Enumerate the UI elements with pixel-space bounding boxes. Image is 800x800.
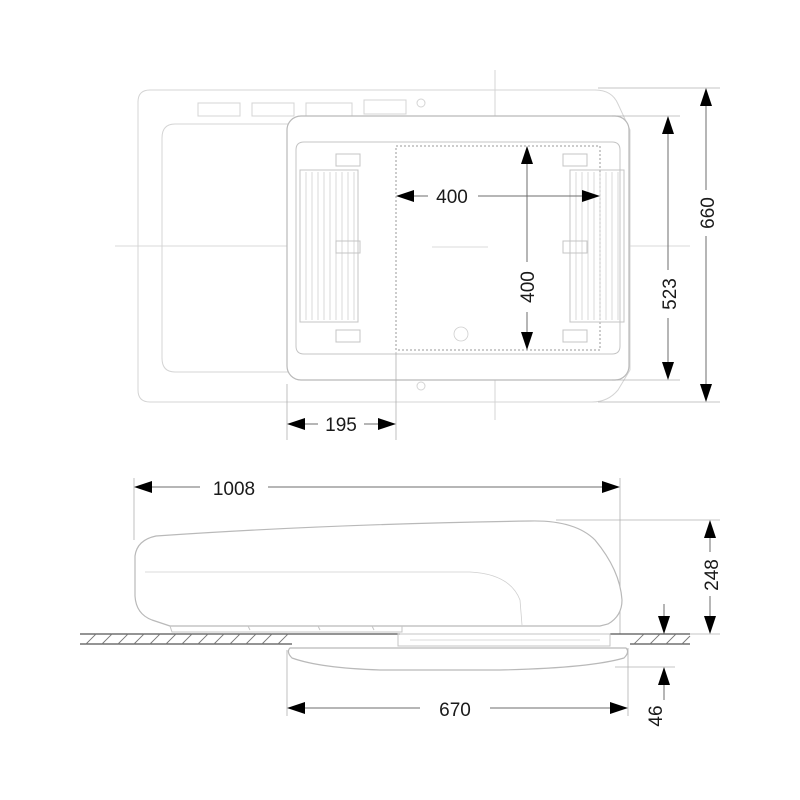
dim-interior-height: 46 (646, 604, 670, 727)
dim-cutout-width: 400 (396, 187, 600, 208)
bottom-screw (416, 381, 426, 391)
top-screw (416, 98, 426, 108)
dim-total-depth-label: 660 (698, 197, 719, 229)
dim-inner-depth-label: 523 (660, 278, 681, 310)
top-vent-2 (251, 102, 295, 117)
outer-unit-inner-outline (161, 123, 291, 373)
dim-cutout-depth: 400 (518, 146, 539, 350)
dim-total-depth: 660 (698, 88, 719, 402)
dim-interior-height-label: 46 (646, 705, 667, 726)
dim-height-label: 248 (702, 559, 723, 591)
body-contour (145, 571, 523, 626)
interior-panel-side (287, 647, 629, 671)
dim-cutout-width-label: 400 (436, 187, 468, 208)
dim-total-length-label: 1008 (213, 479, 255, 500)
cutout-drain (453, 326, 469, 342)
unit-body (134, 520, 623, 627)
top-view: 400 400 195 523 (115, 70, 720, 440)
dim-interior-width: 670 (287, 700, 628, 721)
cutout-frame (397, 633, 611, 647)
dim-height: 248 (702, 520, 723, 634)
top-vent-3 (305, 102, 353, 117)
dim-offset-label: 195 (325, 415, 357, 436)
left-bottom-clip (335, 329, 361, 343)
right-bottom-clip (562, 329, 588, 343)
left-grille (299, 169, 361, 323)
top-vent-4 (363, 99, 407, 115)
right-top-clip (562, 153, 588, 167)
dim-interior-width-label: 670 (439, 700, 471, 721)
dim-offset: 195 (287, 415, 396, 436)
interior-panel-inner (295, 141, 621, 355)
top-vent-1 (197, 102, 241, 117)
unit-base (169, 625, 403, 633)
interior-panel (286, 115, 630, 381)
side-view: 1008 248 670 46 (80, 478, 723, 727)
roof-surface (80, 633, 691, 645)
dim-inner-depth: 523 (660, 116, 681, 380)
left-top-clip (335, 153, 361, 167)
dim-cutout-depth-label: 400 (518, 271, 539, 303)
dim-total-length: 1008 (134, 479, 620, 500)
outer-unit-outline (137, 89, 631, 403)
